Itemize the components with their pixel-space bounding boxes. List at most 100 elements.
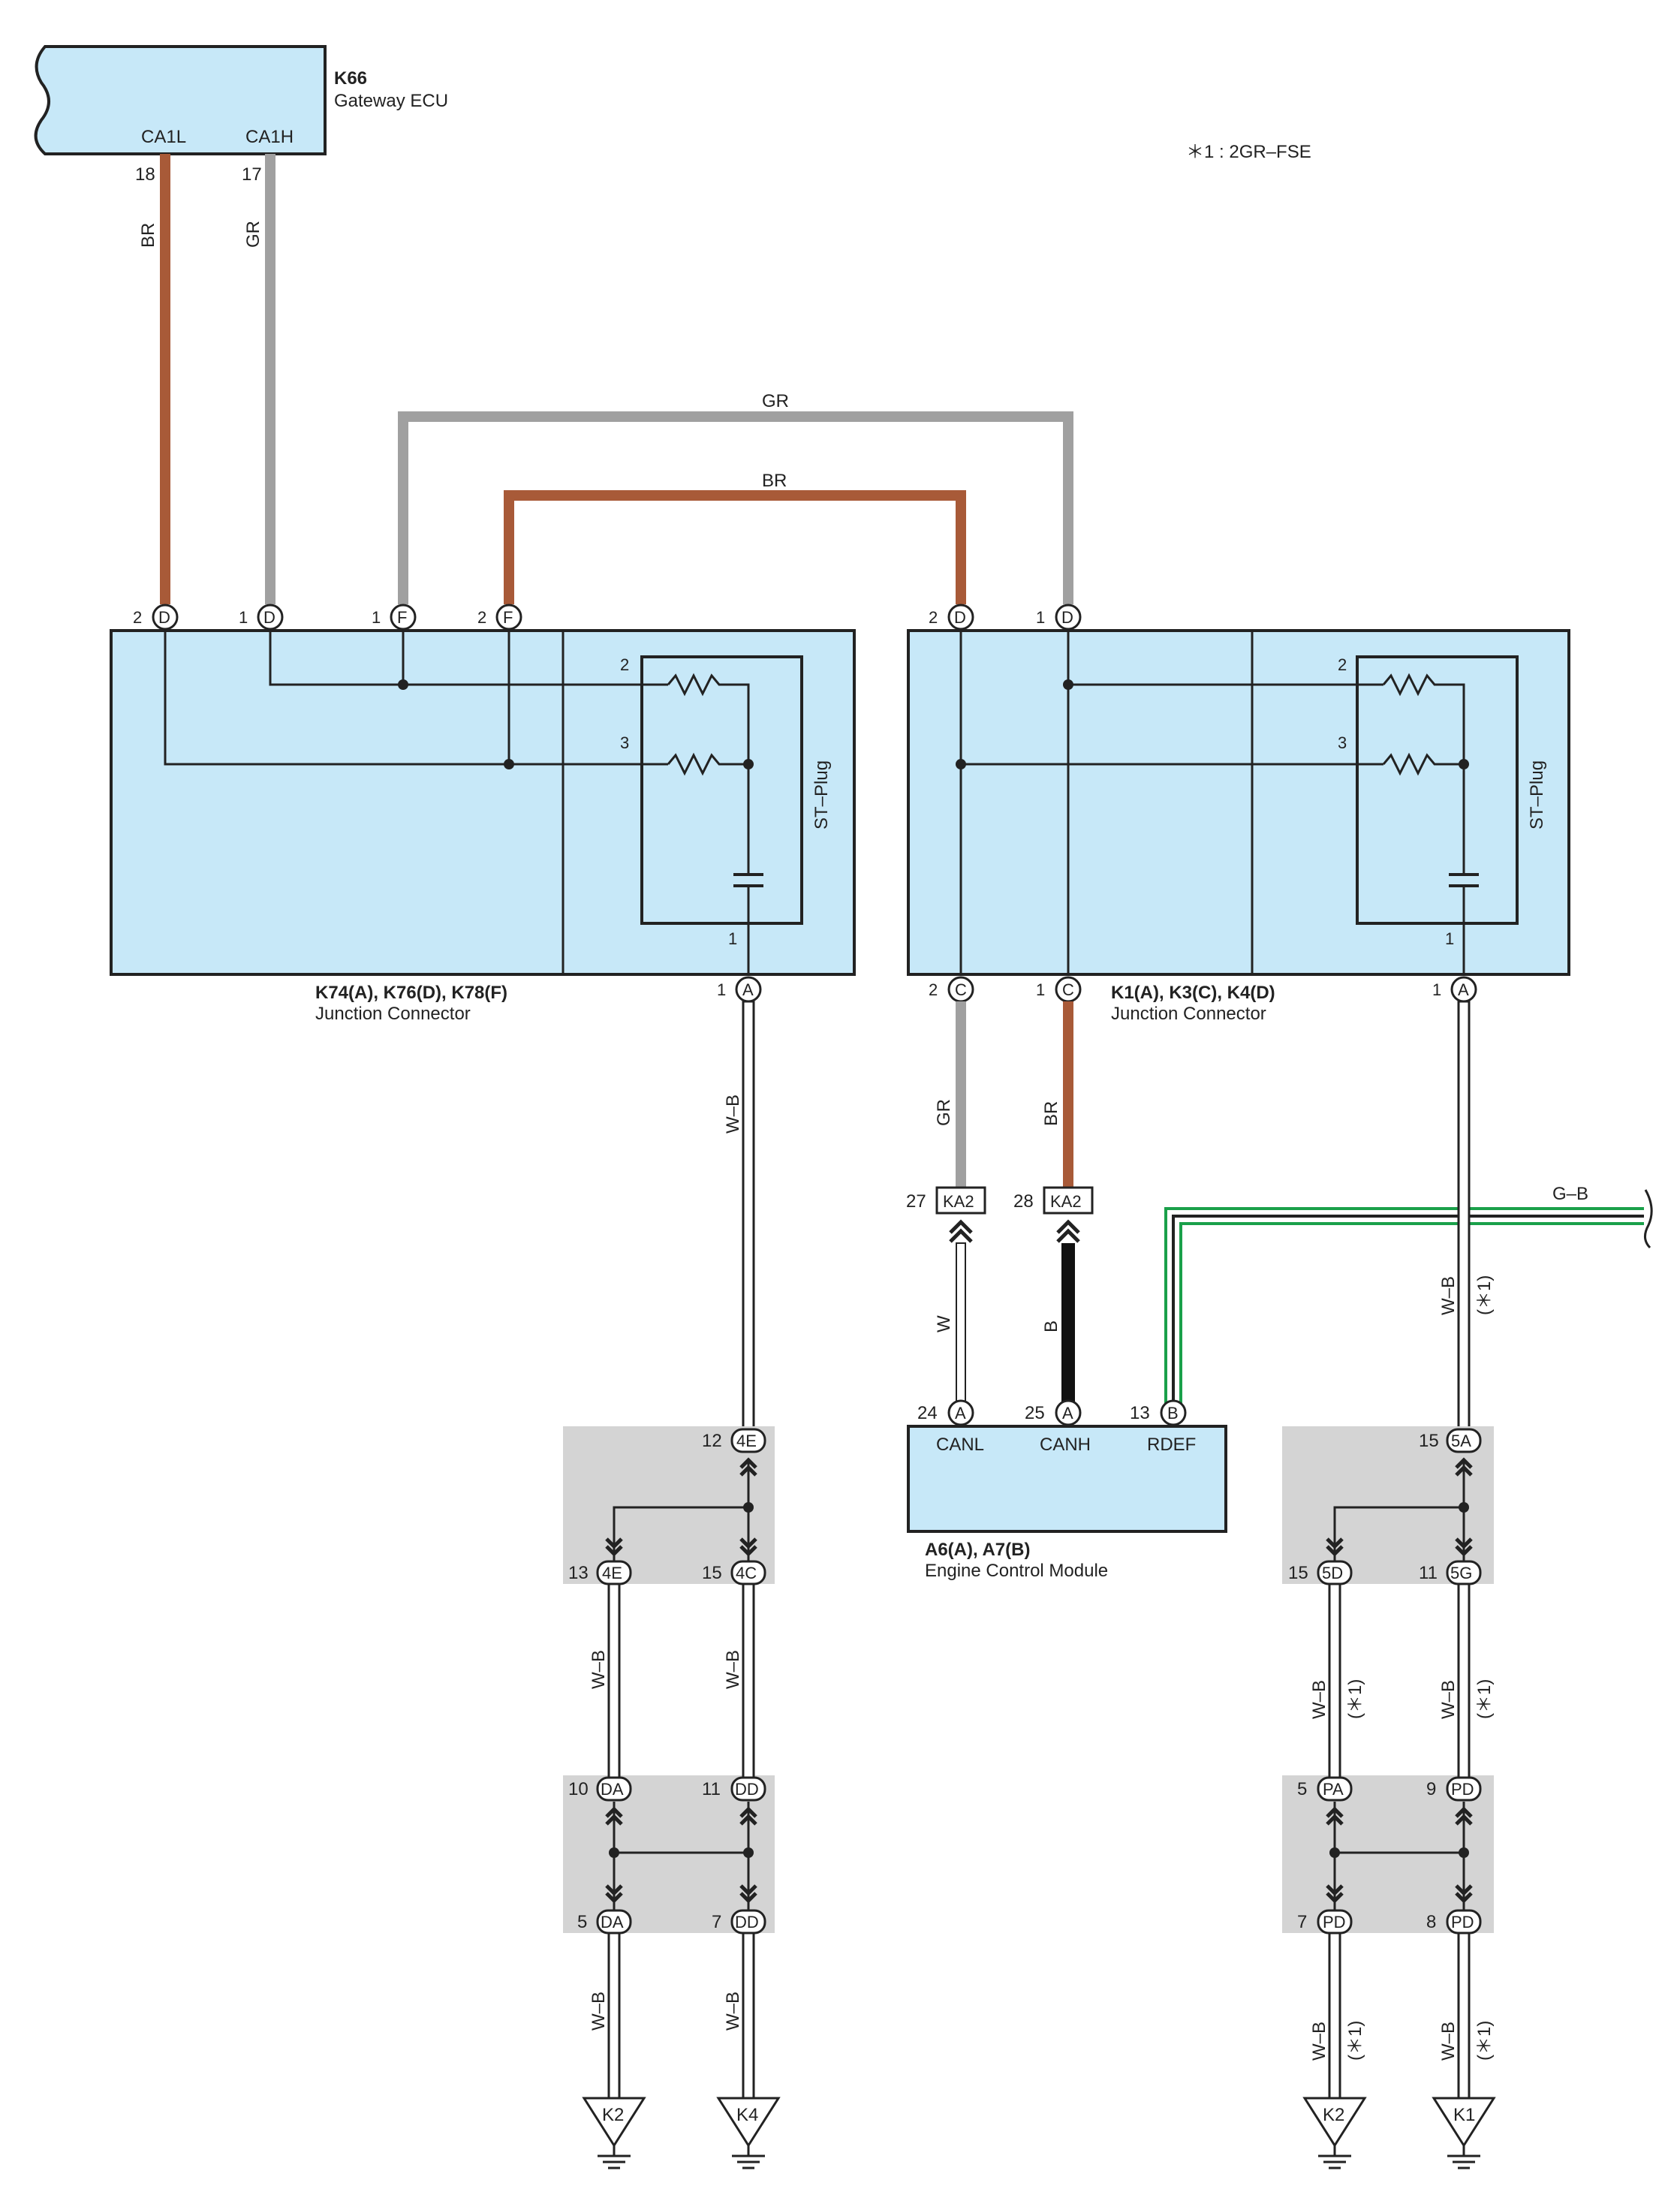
svg-text:2: 2 — [133, 608, 142, 627]
svg-text:W–B: W–B — [1309, 1680, 1329, 1719]
ground-k1: K1 — [1432, 2097, 1496, 2169]
ground-k4: K4 — [716, 2097, 781, 2169]
ecm-pin-rdef: RDEF — [1147, 1435, 1196, 1455]
gateway-pin-num-17: 17 — [242, 164, 262, 185]
svg-text:2: 2 — [929, 608, 938, 627]
gateway-pin-ca1h: CA1H — [245, 127, 294, 147]
svg-text:K4: K4 — [736, 2105, 758, 2125]
svg-text:2: 2 — [477, 608, 486, 627]
svg-text:12: 12 — [702, 1431, 722, 1451]
ecm-label: A6(A), A7(B) — [925, 1540, 1030, 1560]
svg-text:DD: DD — [735, 1780, 759, 1799]
jc-right-label: K1(A), K3(C), K4(D) — [1111, 983, 1275, 1003]
svg-text:(＊1): (＊1) — [1345, 2021, 1365, 2061]
svg-text:2: 2 — [620, 655, 629, 674]
svg-text:1: 1 — [1036, 608, 1045, 627]
svg-text:A: A — [955, 1404, 966, 1423]
svg-text:5: 5 — [1297, 1779, 1307, 1799]
svg-text:D: D — [954, 608, 966, 627]
svg-text:K1: K1 — [1453, 2105, 1475, 2125]
ecm-pin-canl: CANL — [936, 1435, 984, 1455]
svg-text:DD: DD — [735, 1913, 759, 1932]
svg-text:(＊1): (＊1) — [1474, 1275, 1495, 1315]
gateway-pin-ca1l: CA1L — [141, 127, 186, 147]
svg-text:15: 15 — [1288, 1563, 1308, 1583]
svg-text:K2: K2 — [602, 2105, 624, 2125]
svg-text:9: 9 — [1426, 1779, 1436, 1799]
svg-text:15: 15 — [702, 1563, 722, 1583]
svg-text:13: 13 — [1130, 1403, 1150, 1423]
svg-text:A: A — [742, 980, 754, 999]
inline-connector-ka2-27: KA2 27 — [906, 1186, 986, 1243]
svg-text:KA2: KA2 — [1050, 1192, 1082, 1211]
splice-block-right-lower: PA5 PD9 PD7 PD8 — [1282, 1775, 1494, 1935]
svg-text:A: A — [1458, 980, 1469, 999]
ground-k2-right: K2 — [1302, 2097, 1367, 2169]
svg-text:4C: 4C — [736, 1564, 757, 1582]
svg-text:1: 1 — [1036, 980, 1045, 999]
svg-text:W–B: W–B — [1438, 1680, 1459, 1719]
svg-text:25: 25 — [1025, 1403, 1045, 1423]
svg-text:5G: 5G — [1450, 1564, 1472, 1582]
svg-text:15: 15 — [1419, 1431, 1439, 1451]
wire-label-br-ecm: BR — [1041, 1101, 1061, 1126]
jc-left-name: Junction Connector — [315, 1004, 471, 1024]
jc-left-label: K74(A), K76(D), K78(F) — [315, 983, 507, 1003]
splice-block-right-upper: 5A 15 5D 15 5G 11 — [1282, 1426, 1494, 1585]
svg-text:1: 1 — [1445, 929, 1454, 948]
st-plug-right: ST–Plug — [1527, 760, 1547, 830]
svg-text:24: 24 — [917, 1403, 938, 1423]
svg-text:DA: DA — [601, 1780, 624, 1799]
inline-connector-ka2-28: KA2 28 — [1013, 1186, 1094, 1243]
svg-text:(＊1): (＊1) — [1474, 2021, 1495, 2061]
svg-text:5: 5 — [577, 1912, 587, 1932]
svg-text:W–B: W–B — [1438, 1276, 1459, 1315]
junction-connector-left: 2 3 1 ST–Plug K74(A), K76(D), K78(F) Jun… — [110, 604, 856, 1024]
svg-text:W–B: W–B — [589, 1992, 609, 2031]
wire-label-b: B — [1041, 1320, 1061, 1332]
gateway-name: Gateway ECU — [334, 91, 448, 111]
svg-text:KA2: KA2 — [943, 1192, 974, 1211]
ecm-name: Engine Control Module — [925, 1561, 1108, 1581]
junction-connector-right: 2 3 1 ST–Plug K1(A), K3(C), K4(D) Juncti… — [907, 604, 1570, 1024]
svg-text:28: 28 — [1013, 1191, 1034, 1212]
gateway-pin-num-18: 18 — [135, 164, 155, 185]
ecm-pin-canh: CANH — [1040, 1435, 1091, 1455]
svg-text:DA: DA — [601, 1913, 624, 1932]
svg-text:F: F — [397, 608, 407, 627]
svg-text:2: 2 — [929, 980, 938, 999]
svg-text:11: 11 — [1419, 1563, 1438, 1583]
wire-gr-bridge — [398, 411, 1073, 604]
svg-text:5D: 5D — [1322, 1564, 1343, 1582]
svg-text:7: 7 — [1297, 1912, 1307, 1932]
svg-text:2: 2 — [1338, 655, 1347, 674]
svg-text:1: 1 — [372, 608, 381, 627]
svg-text:D: D — [158, 608, 170, 627]
svg-text:D: D — [263, 608, 275, 627]
wire-label-w: W — [934, 1315, 954, 1332]
svg-text:W–B: W–B — [1438, 2022, 1459, 2061]
svg-text:B: B — [1167, 1404, 1179, 1423]
svg-text:PD: PD — [1323, 1913, 1346, 1932]
svg-text:PD: PD — [1451, 1913, 1474, 1932]
engine-control-module: A24 A25 B13 CANL CANH RDEF A6(A), A7(B) … — [907, 1399, 1227, 1581]
wire-w — [956, 1242, 966, 1405]
svg-text:3: 3 — [620, 733, 629, 752]
svg-text:13: 13 — [568, 1563, 589, 1583]
wire-gb: G–B — [1164, 1184, 1653, 1404]
ground-k2-left: K2 — [582, 2097, 646, 2169]
svg-text:8: 8 — [1426, 1912, 1436, 1932]
gateway-ecu: K66 Gateway ECU CA1L CA1H 18 17 — [34, 45, 448, 185]
svg-text:PD: PD — [1451, 1780, 1474, 1799]
bridge-label-br: BR — [762, 471, 787, 491]
svg-text:1: 1 — [728, 929, 737, 948]
svg-text:A: A — [1062, 1404, 1073, 1423]
svg-text:W–B: W–B — [1309, 2022, 1329, 2061]
svg-text:W–B: W–B — [723, 1650, 743, 1689]
svg-text:(＊1): (＊1) — [1345, 1679, 1365, 1719]
wire-label-wb: W–B — [723, 1094, 743, 1134]
svg-text:5A: 5A — [1451, 1432, 1471, 1450]
svg-text:C: C — [1062, 980, 1074, 999]
footnote: ＊1 : 2GR–FSE — [1186, 142, 1311, 162]
svg-text:D: D — [1061, 608, 1073, 627]
